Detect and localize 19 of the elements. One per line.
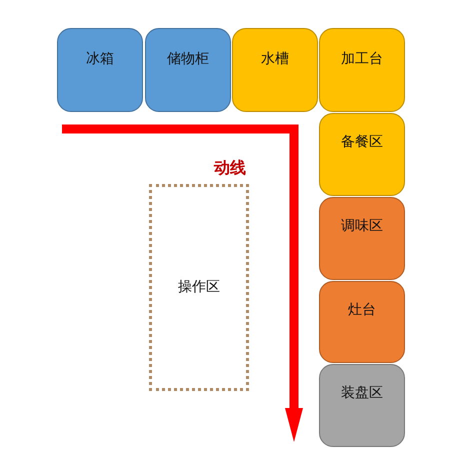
zone-label: 操作区 [178, 279, 220, 296]
zone-label: 加工台 [341, 51, 383, 68]
zone-label: 冰箱 [86, 51, 114, 68]
station-tile [319, 364, 405, 447]
zone-label: 储物柜 [167, 51, 209, 68]
zone-label: 水槽 [261, 51, 289, 68]
zone-label: 装盘区 [341, 385, 383, 402]
station-tile [319, 113, 405, 196]
zone-label: 调味区 [341, 218, 383, 235]
flow-label: 动线 [214, 158, 246, 179]
zone-label: 灶台 [348, 302, 376, 319]
station-tile [145, 28, 231, 112]
station-tile [57, 28, 143, 112]
station-tile [319, 197, 405, 280]
station-tile [232, 28, 318, 112]
station-tile [319, 281, 405, 363]
zone-label: 备餐区 [341, 134, 383, 151]
work-area-box [149, 184, 249, 391]
station-tile [319, 28, 405, 112]
